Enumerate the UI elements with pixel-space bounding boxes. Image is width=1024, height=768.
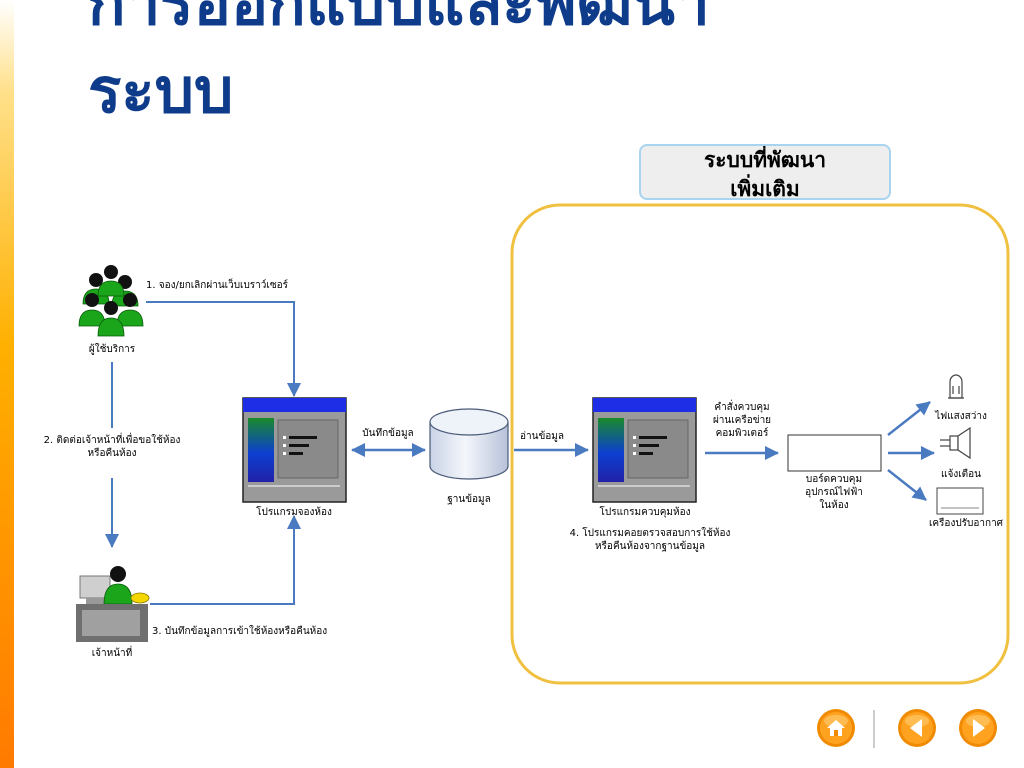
step2-label-line1: 2. ติดต่อเจ้าหน้าที่เพื่อขอใช้ห้อง <box>43 435 181 446</box>
light-label: ไฟแสงสว่าง <box>935 411 987 422</box>
board-label-line2: อุปกรณ์ไฟฟ้า <box>805 487 863 498</box>
board-label-line3: ในห้อง <box>819 500 849 511</box>
users-label: ผู้ใช้บริการ <box>88 344 136 355</box>
previous-button[interactable] <box>897 708 937 748</box>
air-conditioner-icon <box>936 487 984 515</box>
users-to-booking-arrow <box>146 301 301 397</box>
command-label-line1: คำสั่งควบคุม <box>714 402 770 413</box>
staff-label: เจ้าหน้าที่ <box>91 648 133 659</box>
house-icon <box>817 709 855 747</box>
speaker-icon <box>940 426 971 460</box>
arrow-right-icon <box>959 709 997 747</box>
arrow-left-icon <box>898 709 936 747</box>
booking-program-window <box>242 397 347 503</box>
control-board <box>787 434 882 472</box>
left-accent-stripe <box>0 0 14 768</box>
board-to-light-arrow <box>887 401 931 436</box>
staff-to-booking-arrow <box>150 515 301 605</box>
step3-label: 3. บันทึกข้อมูลการเข้าใช้ห้องหรือคืนห้อง <box>152 626 328 637</box>
home-button[interactable] <box>816 708 856 748</box>
callout-line2: เพิ่มเติม <box>730 177 800 200</box>
command-label-line2: ผ่านเครือข่าย <box>712 415 772 426</box>
users-icon <box>78 265 144 337</box>
save-data-label: บันทึกข้อมูล <box>362 428 414 439</box>
step4-label-line2: หรือคืนห้องจากฐานข้อมูล <box>594 541 706 552</box>
control-program-label: โปรแกรมควบคุมห้อง <box>599 507 691 518</box>
step2-label-line2: หรือคืนห้อง <box>87 448 137 459</box>
next-button[interactable] <box>958 708 998 748</box>
step4-label-line1: 4. โปรแกรมคอยตรวจสอบการใช้ห้อง <box>569 528 731 539</box>
new-system-region <box>510 203 1010 685</box>
board-label-line1: บอร์ดควบคุม <box>805 474 863 485</box>
page-title-line2: ระบบ <box>88 54 234 127</box>
aircon-label: เครื่องปรับอากาศ <box>928 518 1004 529</box>
nav-separator <box>873 710 875 748</box>
light-bulb-icon <box>948 374 964 399</box>
callout-line1: ระบบที่พัฒนา <box>703 148 827 172</box>
control-program-window <box>592 397 697 503</box>
command-label-line3: คอมพิวเตอร์ <box>715 428 769 439</box>
new-system-callout: ระบบที่พัฒนา เพิ่มเติม <box>639 144 891 200</box>
page-title-line1: การออกแบบและพัฒนา <box>88 0 710 39</box>
alarm-label: แจ้งเตือน <box>941 469 981 480</box>
booking-program-label: โปรแกรมจองห้อง <box>256 507 332 518</box>
read-data-label: อ่านข้อมูล <box>519 431 565 442</box>
board-to-aircon-arrow <box>887 469 927 501</box>
database-label: ฐานข้อมูล <box>447 494 491 505</box>
step1-label: 1. จอง/ยกเลิกผ่านเว็บเบราว์เซอร์ <box>146 280 288 291</box>
staff-desk-icon <box>76 566 150 642</box>
database-icon <box>429 408 509 480</box>
